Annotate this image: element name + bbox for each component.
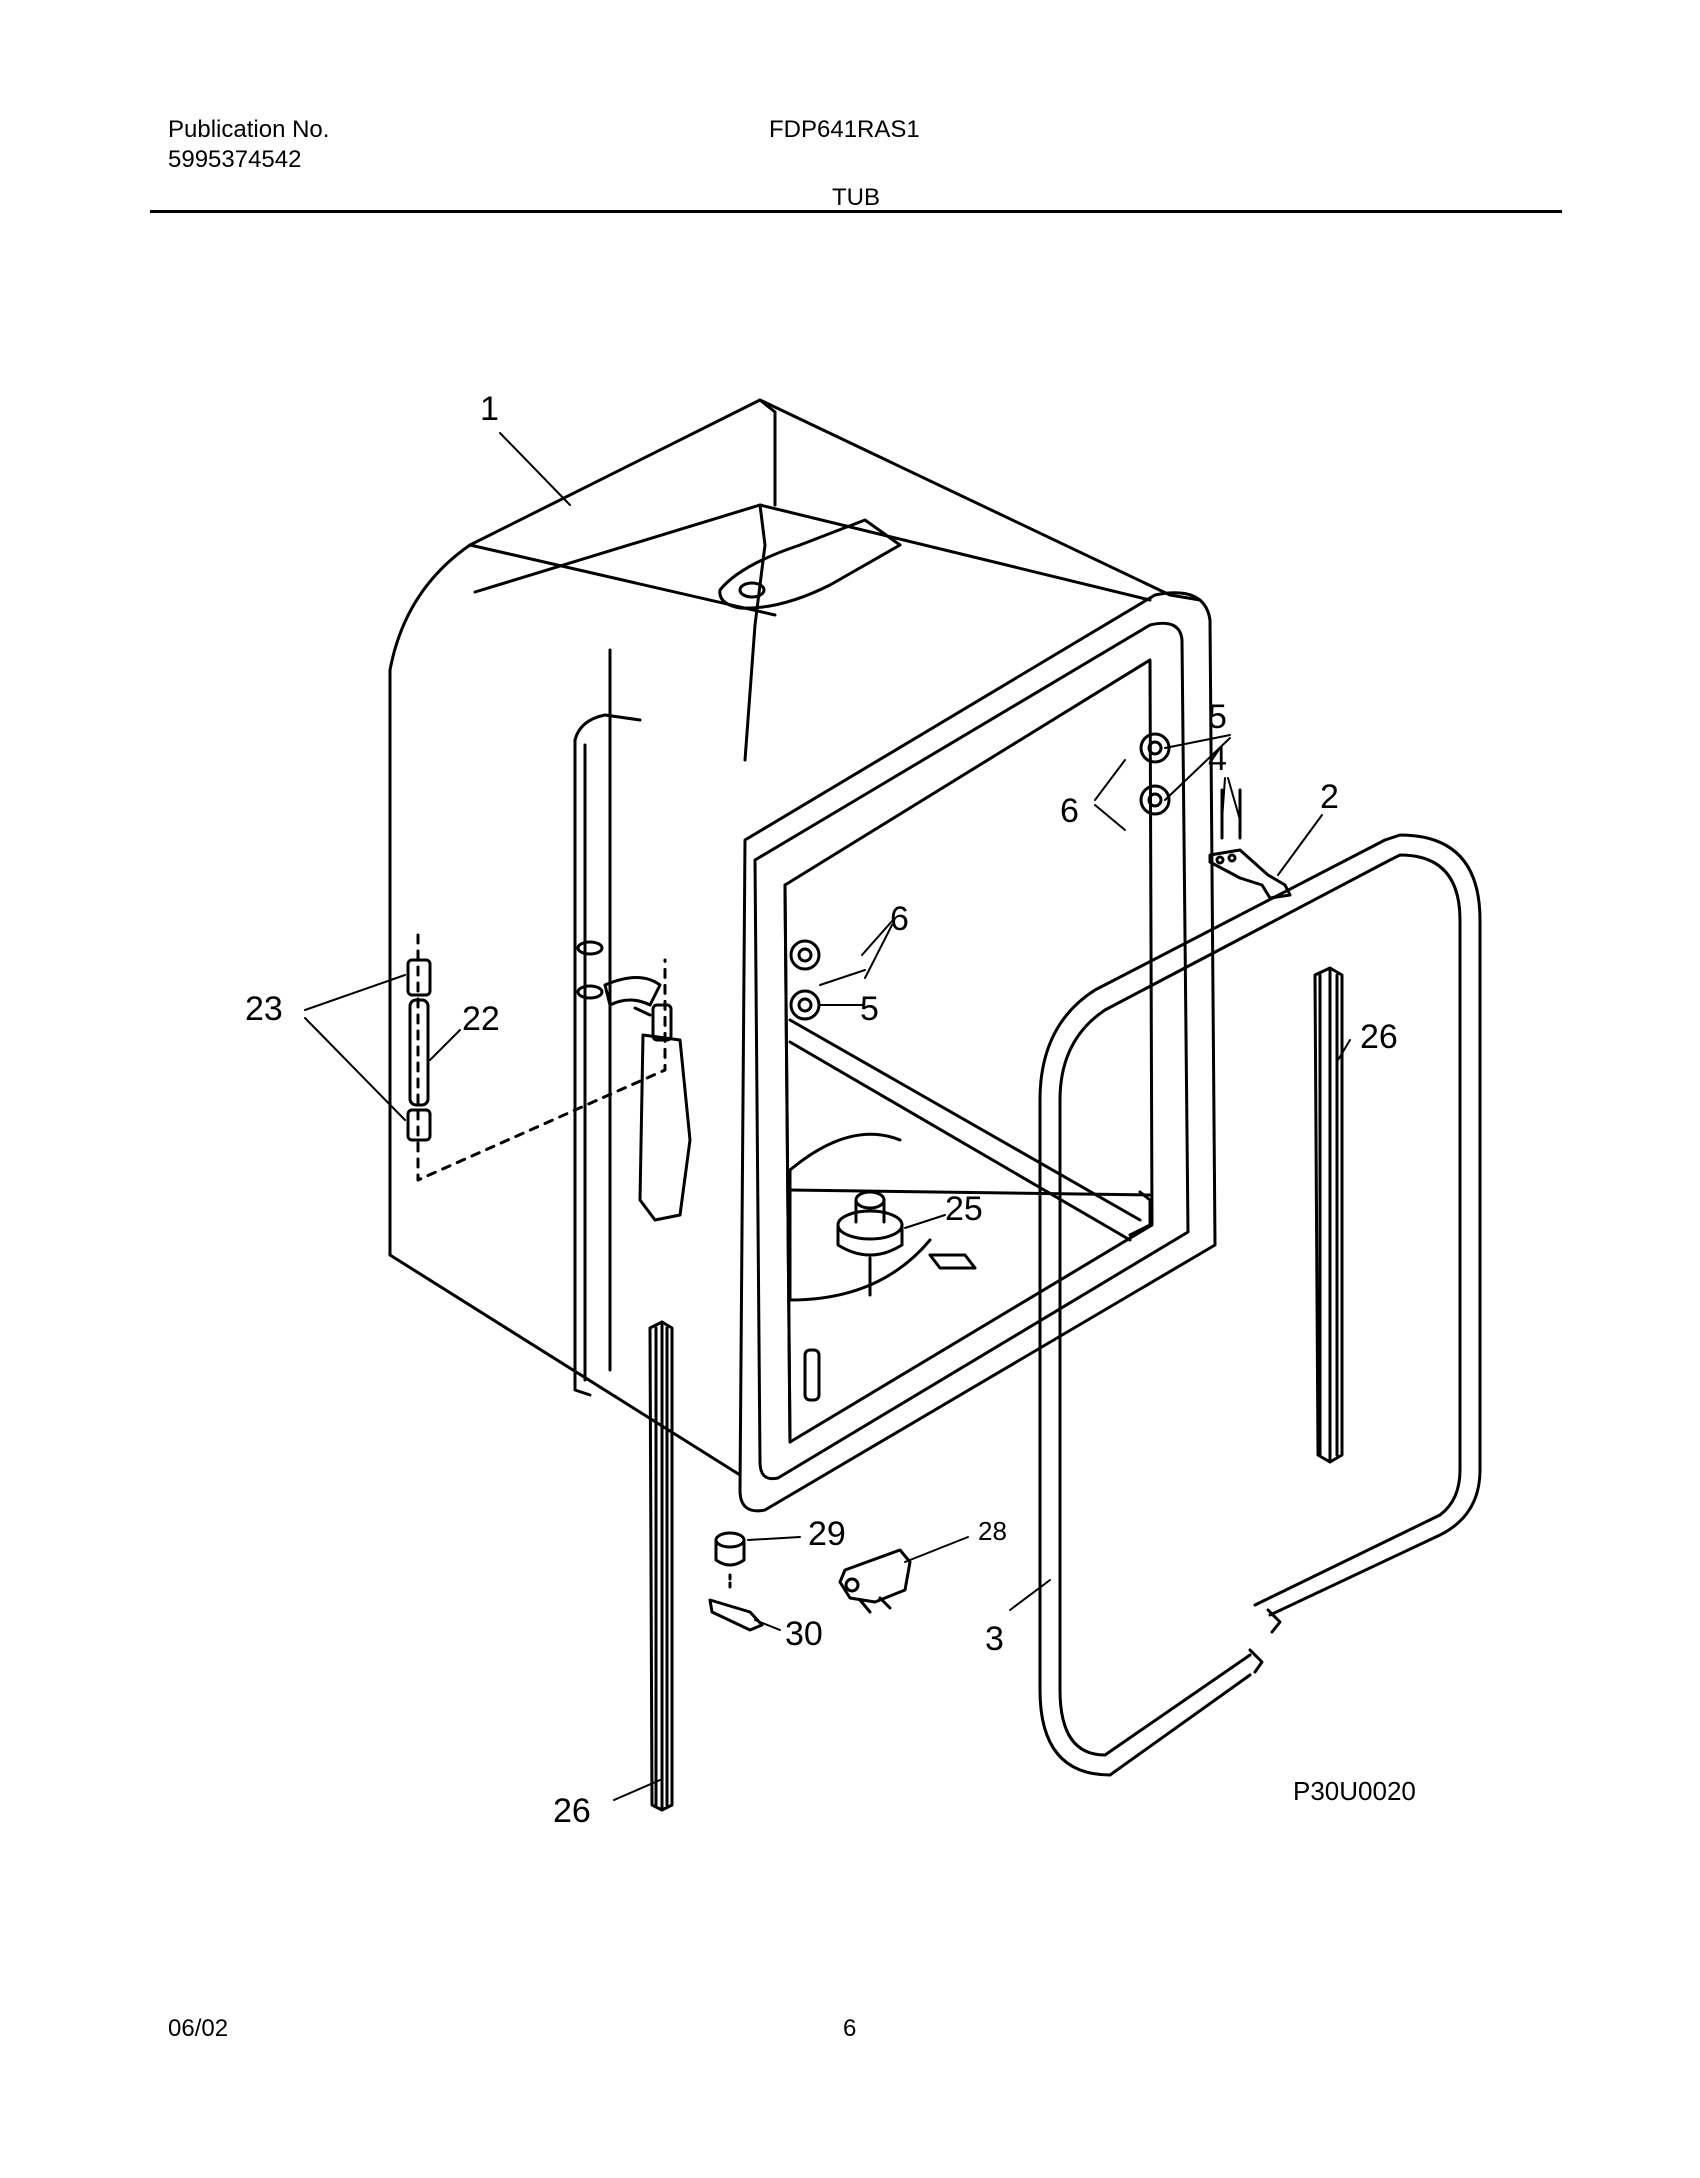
tub-front-frame [738,591,1217,1513]
callout-fill-funnel: 25 [945,1190,983,1228]
callout-side-seal-left: 26 [553,1792,591,1830]
callout-side-seal-right: 26 [1360,1018,1398,1056]
figure-code: P30U0020 [1293,1776,1416,1806]
callout-tub: 1 [480,390,499,428]
mounting-bracket [1208,788,1292,900]
model-number: FDP641RAS1 [769,116,920,143]
section-title: TUB [832,184,880,211]
rack-rollers [789,732,1171,1021]
callout-screws-upper-left: 6 [1060,792,1079,830]
callout-clamps: 23 [245,990,283,1028]
door-gasket [1038,833,1482,1777]
page-number: 6 [843,2015,857,2042]
callout-hose: 22 [462,1000,500,1038]
callout-switch: 28 [978,1516,1007,1546]
header-rule [150,210,1562,213]
side-seal-left [648,1320,674,1812]
tub-body [388,398,1202,1477]
tub-left-vent [573,713,662,1397]
publication-number: 5995374542 [168,146,302,173]
hose-clamps [406,933,692,1222]
thermostat-assembly [708,1531,764,1632]
fill-funnel [836,1190,977,1297]
callout-thermostat: 29 [808,1515,846,1553]
callout-rollers-lower: 5 [860,990,879,1028]
callout-bracket: 2 [1320,778,1339,816]
callout-rollers-upper: 5 [1208,698,1227,736]
leader-lines [304,432,1351,1801]
footer-date: 06/02 [168,2015,229,2042]
callout-bracket-thermostat: 30 [785,1615,823,1653]
door-switch [838,1548,912,1614]
callout-door-gasket: 3 [985,1620,1004,1658]
callout-screws-upper: 4 [1208,740,1227,778]
side-seal-right [1313,966,1344,1464]
publication-label: Publication No. [168,116,330,143]
callout-screws-lower: 6 [890,900,909,938]
